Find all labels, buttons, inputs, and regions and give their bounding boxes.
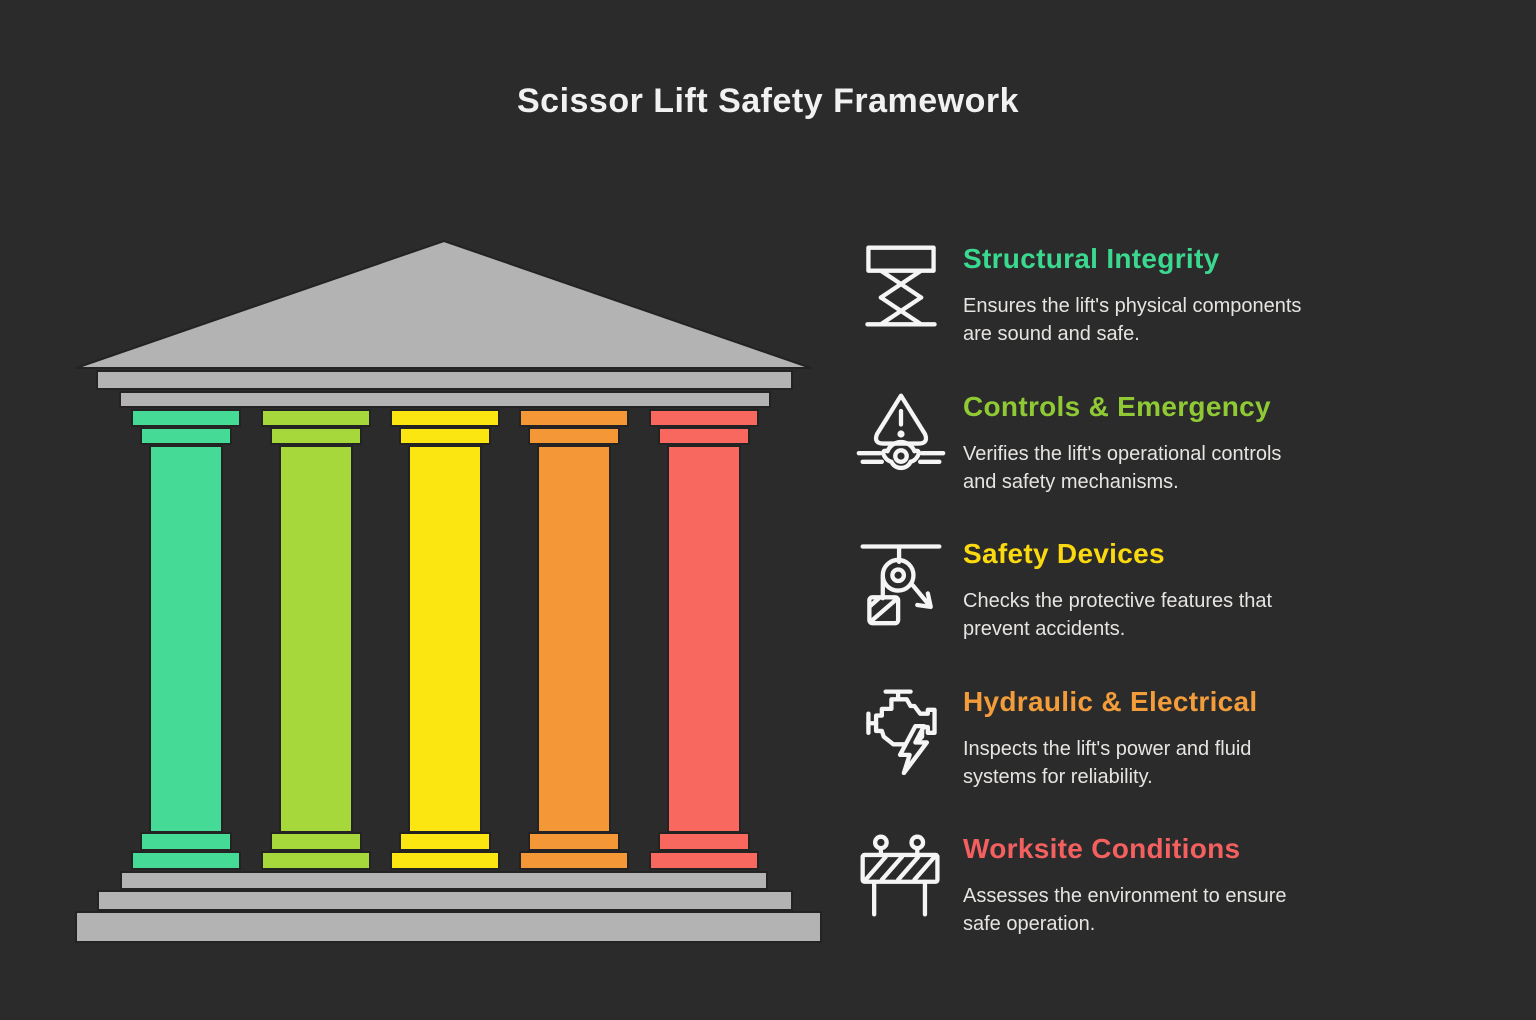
section-structural-integrity: Structural Integrity Ensures the lift's … xyxy=(853,240,1473,352)
pillar-controls-emergency xyxy=(261,409,371,870)
heading-controls-emergency: Controls & Emergency xyxy=(963,391,1271,422)
pillar-structural-integrity xyxy=(131,409,241,870)
temple-illustration xyxy=(75,239,822,943)
section-safety-devices: Safety Devices Checks the protective fea… xyxy=(853,535,1473,647)
heading-safety-devices: Safety Devices xyxy=(963,538,1165,569)
heading-worksite-conditions: Worksite Conditions xyxy=(963,833,1241,864)
scissor-lift-icon xyxy=(855,240,947,332)
barrier-icon xyxy=(855,830,947,922)
entablature-lower xyxy=(119,391,771,408)
temple-gray-structure xyxy=(75,239,822,943)
pediment xyxy=(75,239,812,369)
step-top xyxy=(120,871,768,890)
desc-hydraulic-electrical: Inspects the lift's power and fluid syst… xyxy=(963,738,1252,788)
entablature-upper xyxy=(96,370,793,390)
desc-structural-integrity: Ensures the lift's physical components a… xyxy=(963,295,1302,345)
pillar-worksite-conditions xyxy=(649,409,759,870)
step-middle xyxy=(97,890,793,911)
step-bottom xyxy=(75,911,822,943)
desc-worksite-conditions: Assesses the environment to ensure safe … xyxy=(963,885,1287,935)
warning-controls-icon xyxy=(855,388,947,480)
desc-controls-emergency: Verifies the lift's operational controls… xyxy=(963,443,1282,493)
section-worksite-conditions: Worksite Conditions Assesses the environ… xyxy=(853,830,1473,942)
pulley-icon xyxy=(855,535,947,627)
heading-hydraulic-electrical: Hydraulic & Electrical xyxy=(963,686,1258,717)
section-controls-emergency: Controls & Emergency Verifies the lift's… xyxy=(853,388,1473,500)
pillar-safety-devices xyxy=(390,409,500,870)
heading-structural-integrity: Structural Integrity xyxy=(963,243,1220,274)
section-hydraulic-electrical: Hydraulic & Electrical Inspects the lift… xyxy=(853,683,1473,795)
engine-lightning-icon xyxy=(855,683,947,776)
page-title: Scissor Lift Safety Framework xyxy=(516,82,1019,120)
desc-safety-devices: Checks the protective features that prev… xyxy=(963,590,1273,640)
pillar-hydraulic-electrical xyxy=(519,409,629,870)
